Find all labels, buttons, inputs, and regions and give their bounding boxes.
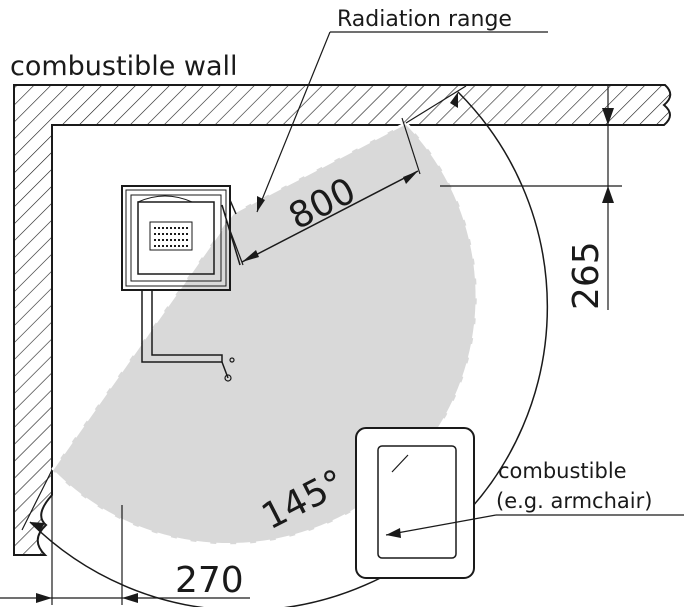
back-clearance-value: 265 <box>566 241 607 310</box>
combustible-wall <box>13 84 672 556</box>
back-clearance-dimension <box>440 85 622 310</box>
leader-lines <box>256 31 684 536</box>
wall-label: combustible wall <box>10 51 238 82</box>
radius-dimension <box>227 117 421 266</box>
armchair-label: (e.g. armchair) <box>496 489 652 513</box>
armchair <box>355 427 475 579</box>
side-clearance-dimension <box>0 470 250 605</box>
radiation-range-label: Radiation range <box>337 7 512 32</box>
stove <box>121 185 241 382</box>
side-clearance-value: 270 <box>175 560 244 601</box>
combustible-label: combustible <box>498 459 627 483</box>
